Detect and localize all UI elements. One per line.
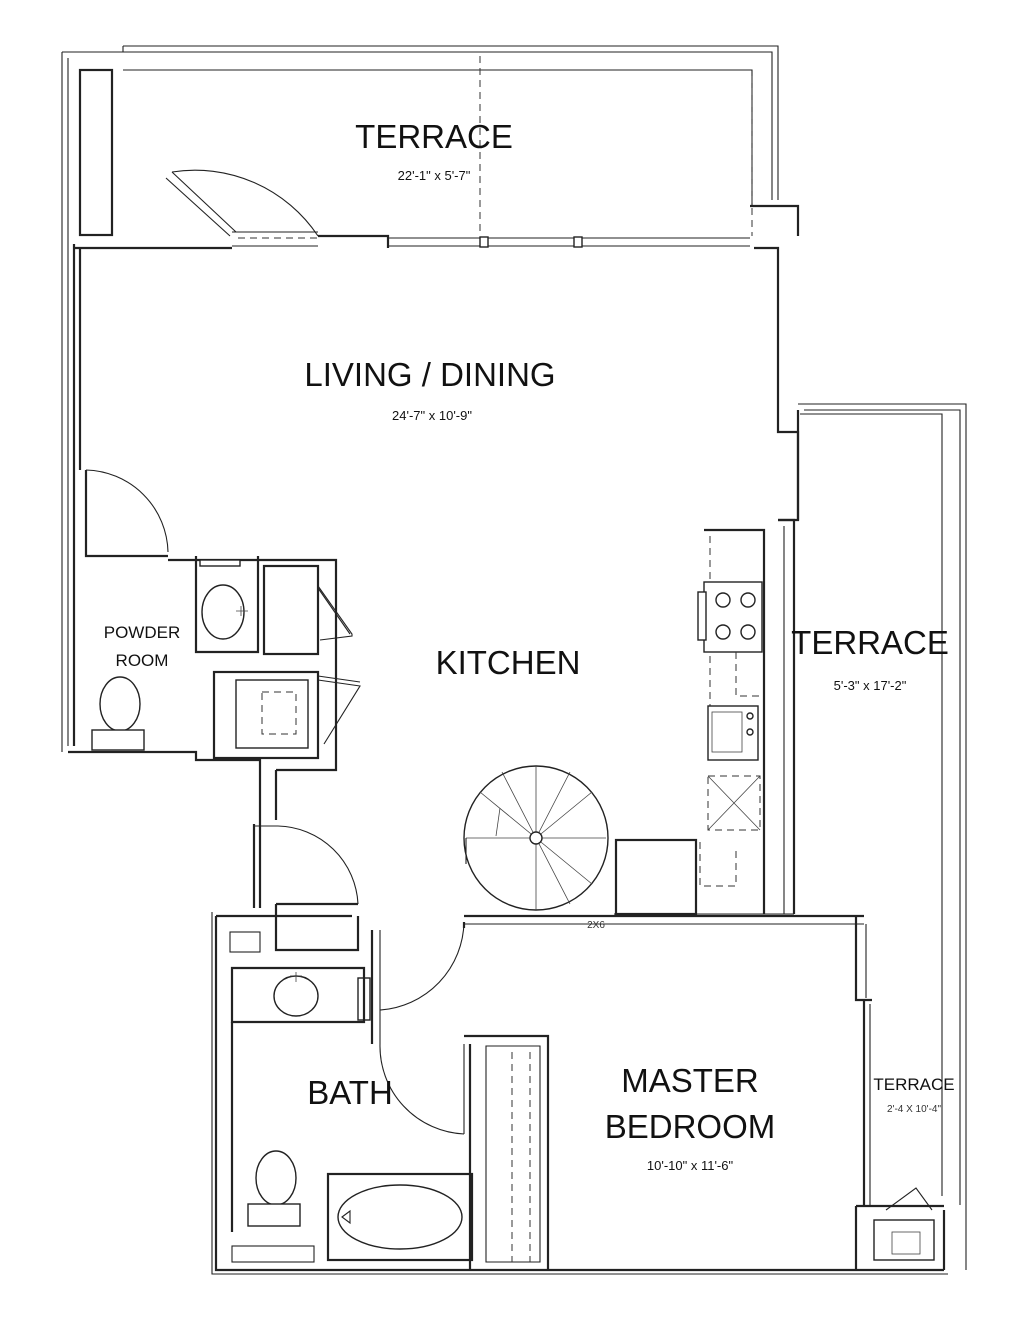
living-dining-dims: 24'-7" x 10'-9" <box>392 408 472 423</box>
kitchen-walls <box>84 469 794 952</box>
bath-label: BATH <box>307 1074 393 1111</box>
powder-room-label-line2: ROOM <box>116 651 169 670</box>
exterior-walls <box>61 45 967 1275</box>
terrace-top-label: TERRACE <box>355 118 513 155</box>
terrace-top-dims: 22'-1" x 5'-7" <box>398 168 471 183</box>
terrace-right-label: TERRACE <box>791 624 949 661</box>
bath-fixtures <box>229 931 474 1263</box>
powder-room-label-line1: POWDER <box>104 623 181 642</box>
master-bedroom-dims: 10'-10" x 11'-6" <box>647 1158 734 1173</box>
master-bedroom-label-line1: MASTER <box>621 1062 759 1099</box>
wall-2x6-note: 2X6 <box>587 920 605 931</box>
terrace-small-dims: 2'-4 X 10'-4" <box>887 1104 942 1115</box>
terrace-small-label: TERRACE <box>873 1075 954 1094</box>
bedroom-walls <box>357 914 944 1270</box>
kitchen-label: KITCHEN <box>436 644 581 681</box>
terrace-right-dims: 5'-3" x 17'-2" <box>834 678 907 693</box>
master-bedroom-label-line2: BEDROOM <box>605 1108 776 1145</box>
living-dining-label: LIVING / DINING <box>304 356 555 393</box>
room-labels: TERRACE 22'-1" x 5'-7" LIVING / DINING 2… <box>104 118 955 1173</box>
terrace-top-detail <box>165 56 753 237</box>
